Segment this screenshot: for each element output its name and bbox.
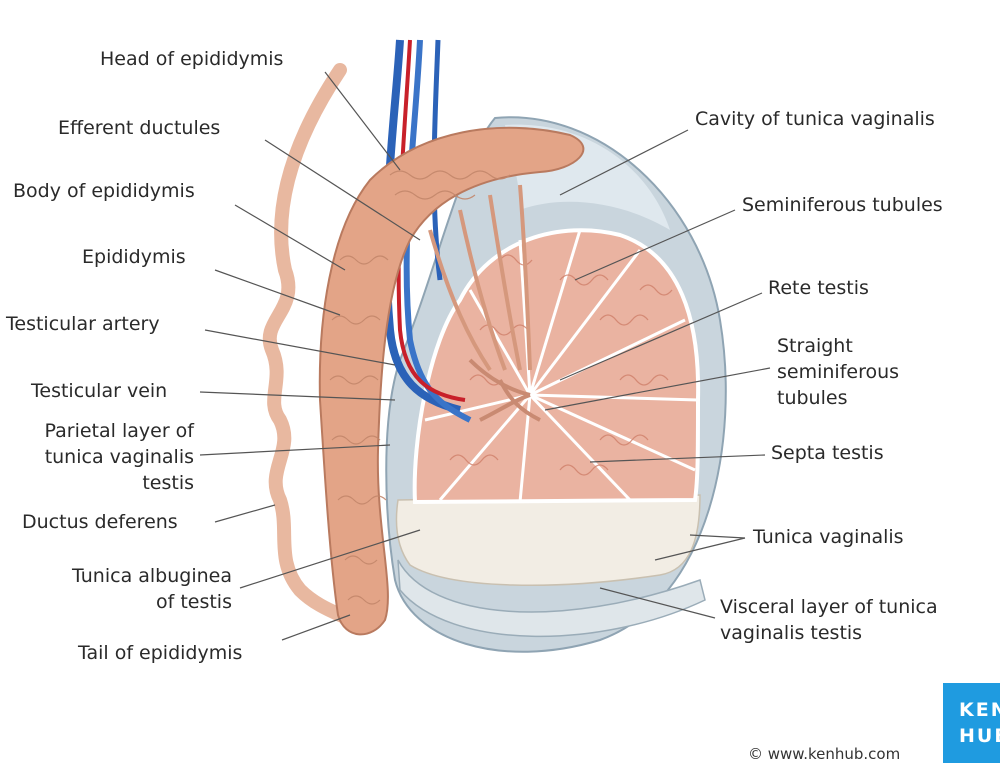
label-tunica-albuginea: Tunica albuginea of testis [72, 565, 232, 613]
label-tunica-vaginalis: Tunica vaginalis [753, 526, 904, 548]
label-body-of-epididymis: Body of epididymis [13, 180, 195, 202]
logo-line-2: HUB [959, 725, 1000, 747]
logo-line-1: KEN [959, 699, 1000, 721]
label-testicular-vein: Testicular vein [31, 380, 168, 402]
ductus-deferens [262, 63, 367, 632]
leader-lines [199, 71, 771, 641]
label-seminiferous-tubules: Seminiferous tubules [742, 194, 943, 216]
label-cavity-tunica-vaginalis: Cavity of tunica vaginalis [695, 108, 935, 130]
rete-testis-network [468, 358, 541, 422]
label-septa-testis: Septa testis [771, 442, 884, 464]
testis-parenchyma [412, 228, 701, 505]
label-rete-testis: Rete testis [768, 277, 869, 299]
label-tail-of-epididymis: Tail of epididymis [78, 642, 243, 664]
tunica-albuginea-band [395, 494, 701, 586]
epididymis-texture [329, 170, 511, 605]
testicular-vessels [382, 39, 472, 423]
label-straight-seminiferous-tubules: Straight seminiferous tubules [777, 335, 900, 409]
label-ductus-deferens: Ductus deferens [22, 511, 178, 533]
label-visceral-layer: Visceral layer of tunica vaginalis testi… [720, 596, 938, 644]
septa-lines [424, 229, 699, 503]
label-parietal-layer: Parietal layer of tunica vaginalis testi… [44, 420, 194, 494]
label-head-of-epididymis: Head of epididymis [100, 48, 284, 70]
epididymis-shape [318, 126, 585, 636]
kenhub-logo: KEN HUB [943, 683, 1000, 763]
label-epididymis: Epididymis [82, 246, 186, 268]
label-efferent-ductules: Efferent ductules [58, 117, 221, 139]
copyright-text: © www.kenhub.com [748, 745, 901, 763]
label-testicular-artery: Testicular artery [6, 313, 160, 335]
efferent-ductules [428, 184, 532, 372]
visceral-layer-band [397, 559, 706, 638]
